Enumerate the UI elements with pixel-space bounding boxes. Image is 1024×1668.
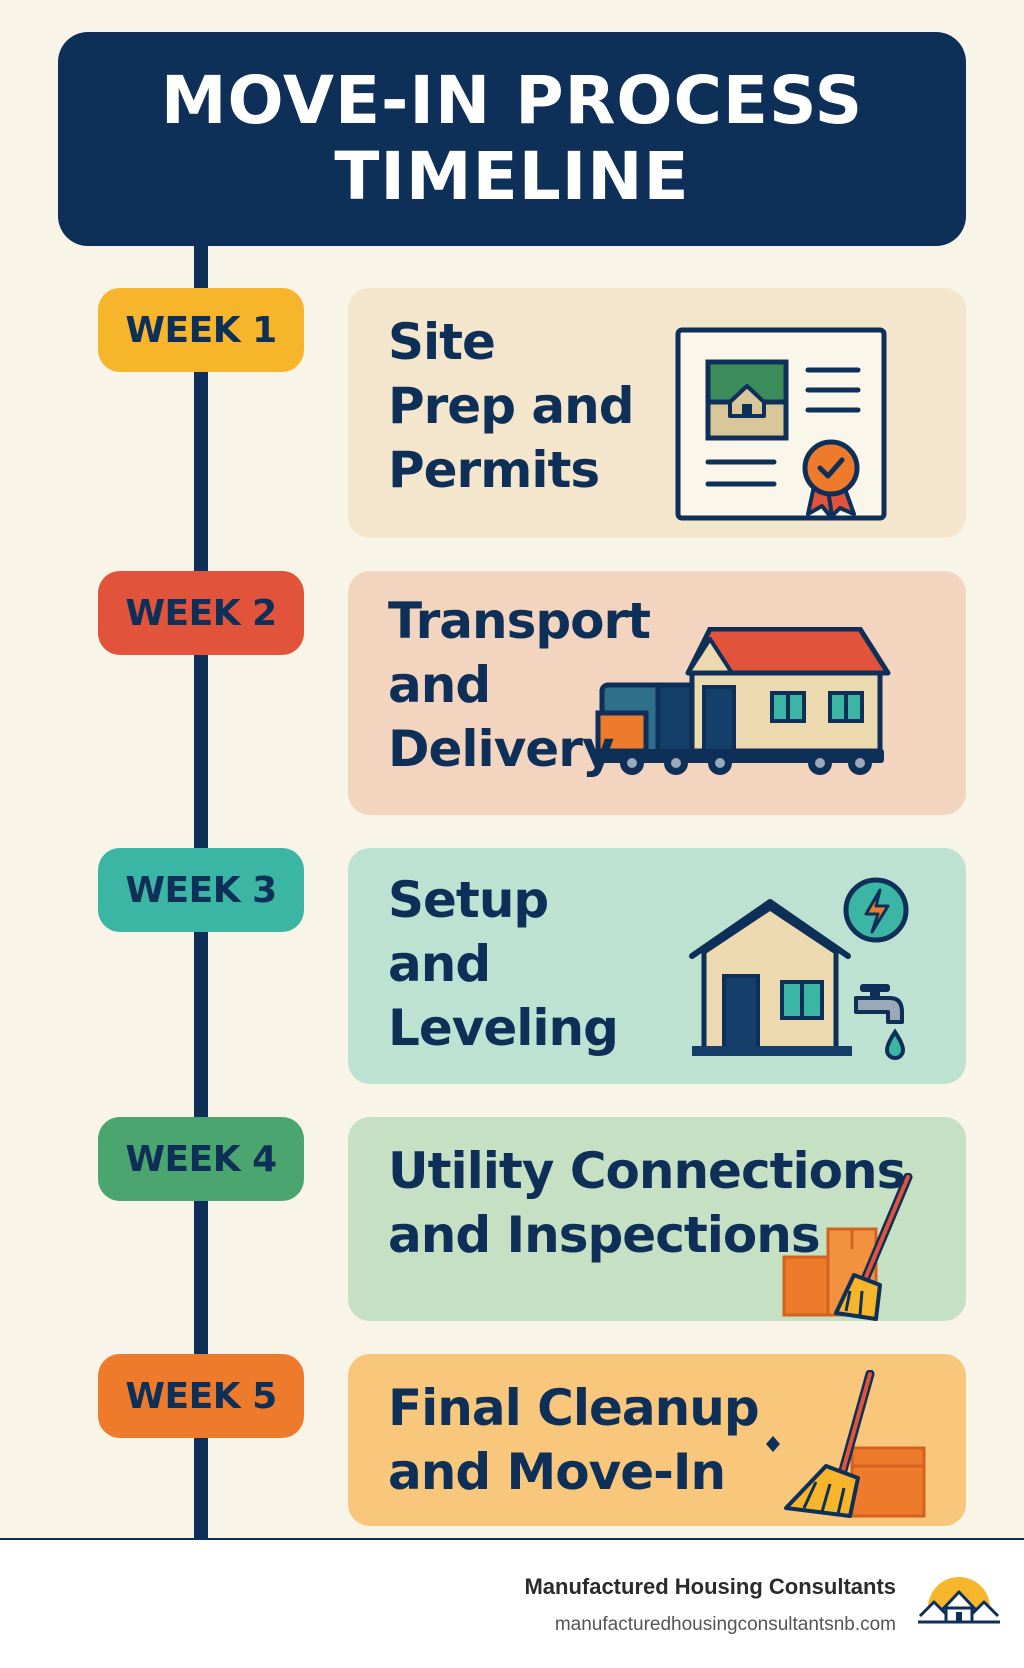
broom-box-sparkle-icon (766, 1370, 926, 1518)
step-1-title-line: Site (388, 313, 496, 371)
week-4-badge: WEEK 4 (98, 1117, 304, 1201)
step-2-title-line: Delivery (388, 720, 614, 778)
footer-company-name: Manufactured Housing Consultants (524, 1574, 896, 1599)
step-5-title-line: Final Cleanup (388, 1379, 760, 1437)
week-2-badge: WEEK 2 (98, 571, 304, 655)
permit-document-icon (675, 327, 887, 521)
boxes-broom-icon (782, 1173, 913, 1321)
step-2-title-line: and (388, 656, 491, 714)
week-5-label: WEEK 5 (125, 1375, 277, 1417)
step-3-title: Setup and Leveling (388, 868, 619, 1060)
step-4-title: Utility Connections and Inspections (388, 1139, 906, 1267)
week-5-badge: WEEK 5 (98, 1354, 304, 1438)
title-line-1: MOVE-IN PROCESS (160, 62, 864, 139)
step-1-title-line: Prep and (388, 377, 635, 435)
step-1-title-line: Permits (388, 441, 600, 499)
week-1-badge: WEEK 1 (98, 288, 304, 372)
step-2-card: Transport and Delivery (348, 571, 966, 815)
step-3-title-line: and (388, 935, 491, 993)
step-1-title: Site Prep and Permits (388, 310, 635, 502)
delivery-truck-house-icon (594, 627, 891, 775)
footer-url: manufacturedhousingconsultantsnb.com (554, 1614, 896, 1635)
step-4-card: Utility Connections and Inspections (348, 1117, 966, 1321)
step-2-title-line: Transport (388, 592, 651, 650)
title-line-2: TIMELINE (334, 138, 690, 215)
step-5-title: Final Cleanup and Move-In (388, 1376, 760, 1504)
title-banner: MOVE-IN PROCESS TIMELINE (58, 32, 966, 246)
week-1-label: WEEK 1 (125, 309, 277, 351)
week-3-badge: WEEK 3 (98, 848, 304, 932)
sunrise-houses-logo-icon (918, 1577, 1000, 1624)
step-5-card: Final Cleanup and Move-In (348, 1354, 966, 1526)
step-5-title-line: and Move-In (388, 1443, 726, 1501)
step-2-title: Transport and Delivery (388, 589, 651, 781)
step-1-card: Site Prep and Permits (348, 288, 966, 538)
week-3-label: WEEK 3 (125, 869, 277, 911)
week-4-label: WEEK 4 (125, 1138, 277, 1180)
step-4-title-line: Utility Connections (388, 1142, 906, 1200)
step-3-title-line: Setup (388, 871, 549, 929)
step-3-title-line: Leveling (388, 999, 619, 1057)
week-2-label: WEEK 2 (125, 592, 277, 634)
step-4-title-line: and Inspections (388, 1206, 821, 1264)
footer: Manufactured Housing Consultants manufac… (0, 1538, 1024, 1668)
step-3-card: Setup and Leveling (348, 848, 966, 1084)
house-utilities-icon (689, 877, 909, 1060)
